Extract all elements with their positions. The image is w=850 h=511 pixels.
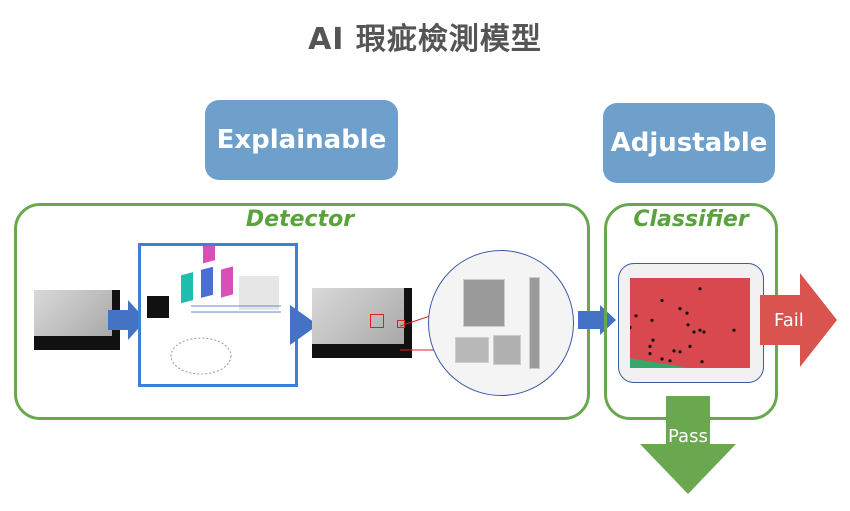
fail-label: Fail: [774, 310, 804, 331]
scatter-point: [686, 323, 690, 327]
defect-thumbnail: [463, 279, 505, 327]
decision-boundary-plot: [618, 263, 764, 383]
pass-label: Pass: [668, 426, 708, 447]
network-architecture-figure: [138, 236, 298, 387]
pass-arrow: [640, 396, 736, 494]
scatter-point: [685, 311, 689, 315]
scatter-point: [648, 352, 652, 356]
network-diagram: [147, 236, 281, 375]
scatter-point: [698, 287, 702, 291]
defect-thumbnail: [529, 277, 540, 369]
scatter-point: [660, 298, 664, 303]
defect-thumbnail: [493, 335, 521, 365]
fail-arrow: [760, 273, 837, 367]
classifier-label: Classifier: [633, 207, 749, 232]
classification-scatter: [630, 278, 750, 368]
scatter-point: [732, 328, 736, 332]
scatter-point: [651, 338, 655, 342]
flow-arrow-2: [290, 305, 318, 345]
scatter-point: [648, 344, 652, 348]
defect-box: [370, 314, 384, 328]
scatter-point: [678, 350, 682, 354]
explainable-badge: Explainable: [205, 100, 398, 180]
scatter-point: [630, 325, 632, 330]
scatter-point: [692, 330, 696, 334]
scatter-point: [668, 359, 672, 363]
defect-thumbnail: [455, 337, 489, 363]
scatter-point: [660, 357, 664, 361]
scatter-point: [700, 360, 704, 364]
adjustable-badge: Adjustable: [603, 103, 775, 183]
scatter-point: [698, 328, 702, 332]
scatter-point: [650, 318, 654, 322]
scatter-point: [678, 307, 682, 311]
flow-arrow-1: [108, 300, 146, 340]
defect-zoom-circle: [428, 250, 574, 396]
scatter-point: [702, 330, 706, 334]
diagram-title: AI 瑕疵檢測模型: [308, 22, 542, 57]
scatter-point: [672, 349, 676, 353]
scatter-point: [634, 314, 638, 318]
detected-image: [312, 288, 412, 358]
scatter-point: [688, 344, 692, 348]
detector-label: Detector: [245, 207, 355, 232]
